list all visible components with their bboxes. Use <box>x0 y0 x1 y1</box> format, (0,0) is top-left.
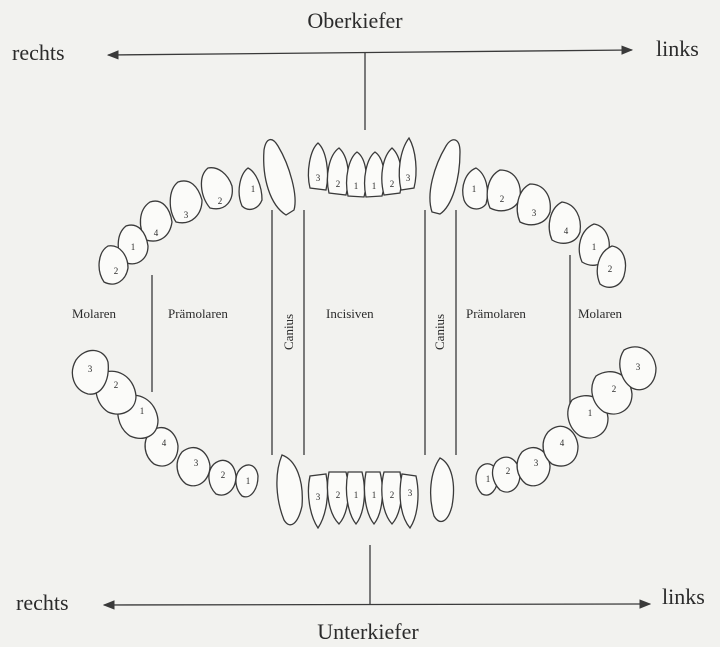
bottom-direction-arrow <box>104 604 650 605</box>
tooth-number: 4 <box>162 438 167 448</box>
tooth-number: 1 <box>251 184 256 194</box>
label-molars-right: Molaren <box>72 306 117 321</box>
lower-canine-right <box>277 455 302 525</box>
label-premolars-right: Prämolaren <box>168 306 228 321</box>
tooth-number: 2 <box>390 179 395 189</box>
tooth-number: 1 <box>372 490 377 500</box>
upper-canine-left <box>430 140 460 214</box>
upper-premolar-tooth <box>517 184 550 225</box>
tooth-number: 3 <box>316 173 321 183</box>
tooth-number: 2 <box>114 266 119 276</box>
tooth-number: 1 <box>140 406 145 416</box>
tooth-number: 4 <box>154 228 159 238</box>
lower-incisor-tooth <box>400 474 418 528</box>
tooth-number: 3 <box>636 362 641 372</box>
tooth-number: 1 <box>472 184 477 194</box>
tooth-number: 1 <box>372 181 377 191</box>
tooth-number: 1 <box>486 474 491 484</box>
tooth-number: 2 <box>506 466 511 476</box>
top-left-label: links <box>656 36 699 61</box>
tooth-number: 2 <box>114 380 119 390</box>
tooth-number: 1 <box>354 181 359 191</box>
tooth-number: 2 <box>221 470 226 480</box>
tooth-number: 2 <box>390 490 395 500</box>
tooth-number: 2 <box>500 194 505 204</box>
lower-jaw-teeth: 3 2 1 1 2 3 1 2 3 4 1 2 3 1 2 3 4 <box>72 347 656 528</box>
tooth-number: 3 <box>406 173 411 183</box>
label-canine-left: Canius <box>432 314 447 350</box>
tooth-number: 3 <box>194 458 199 468</box>
label-canine-right: Canius <box>281 314 296 350</box>
tooth-number: 2 <box>336 179 341 189</box>
tooth-number: 1 <box>131 242 136 252</box>
tooth-number: 3 <box>88 364 93 374</box>
tooth-number: 3 <box>534 458 539 468</box>
tooth-number: 3 <box>184 210 189 220</box>
upper-premolar-tooth <box>549 202 580 243</box>
tooth-number: 3 <box>532 208 537 218</box>
top-direction-arrow <box>108 50 632 55</box>
upper-canine-right <box>264 140 295 215</box>
top-right-label: rechts <box>12 40 65 65</box>
tooth-number: 2 <box>612 384 617 394</box>
bottom-left-label: links <box>662 584 705 609</box>
tooth-number: 1 <box>592 242 597 252</box>
tooth-number: 1 <box>354 490 359 500</box>
tooth-number: 3 <box>316 492 321 502</box>
upper-premolar-tooth <box>487 170 520 211</box>
tooth-number: 1 <box>246 476 251 486</box>
bottom-right-label: rechts <box>16 590 69 615</box>
tooth-number: 1 <box>588 408 593 418</box>
label-premolars-left: Prämolaren <box>466 306 526 321</box>
tooth-number: 2 <box>336 490 341 500</box>
tooth-number: 3 <box>408 488 413 498</box>
upper-jaw-label: Oberkiefer <box>307 8 403 33</box>
lower-jaw-label: Unterkiefer <box>317 619 419 644</box>
tooth-number: 2 <box>608 264 613 274</box>
label-molars-left: Molaren <box>578 306 623 321</box>
label-incisors: Incisiven <box>326 306 374 321</box>
tooth-number: 4 <box>560 438 565 448</box>
tooth-number: 2 <box>218 196 223 206</box>
tooth-number: 4 <box>564 226 569 236</box>
lower-canine-left <box>431 458 454 521</box>
upper-jaw-teeth: 3 2 1 1 2 3 1 2 3 4 1 2 1 2 3 4 1 <box>99 138 625 287</box>
